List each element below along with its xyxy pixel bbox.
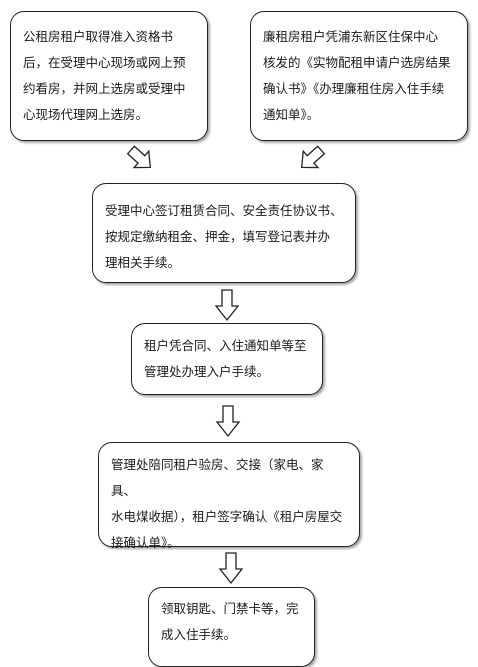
box-public-rental-tenant: 公租房租户取得准入资格书 后，在受理中心现场或网上预 约看房，并网上选房或受理中…	[10, 11, 208, 141]
arrow-down-right	[126, 145, 152, 169]
arrow-down-left	[300, 145, 326, 169]
arrow-down-2	[215, 405, 241, 438]
text-line: 成入住手续。	[161, 627, 237, 642]
text-line: 水电煤收据），租户签字确认《租户房屋交	[111, 509, 343, 524]
text-line: 核发的《实物配租申请户选房结果	[263, 55, 451, 70]
text-line: 后，在受理中心现场或网上预	[23, 55, 186, 70]
text-line: 接确认单》。	[111, 535, 180, 550]
text-line: 约看房，并网上选房或受理中	[23, 81, 186, 96]
box-keys: 领取钥匙、门禁卡等，完 成入住手续。	[148, 587, 315, 667]
text-line: 领取钥匙、门禁卡等，完	[161, 601, 299, 616]
box-low-rent-tenant: 廉租房租户凭浦东新区住保中心 核发的《实物配租申请户选房结果 确认书》《办理廉租…	[250, 11, 468, 141]
text-line: 管理处办理入户手续。	[144, 364, 270, 379]
box-sign-contract: 受理中心签订租赁合同、安全责任协议书、 按规定缴纳租金、押金，填写登记表并办 理…	[92, 183, 356, 283]
arrow-down-3	[218, 552, 244, 585]
text-line: 按规定缴纳租金、押金，填写登记表并办	[105, 229, 331, 244]
flow-arrows	[126, 145, 326, 585]
text-line: 管理处陪同租户验房、交接（家电、家具、	[111, 457, 324, 498]
text-line: 公租房租户取得准入资格书	[23, 29, 174, 44]
box-inspection: 管理处陪同租户验房、交接（家电、家具、 水电煤收据），租户签字确认《租户房屋交 …	[98, 442, 360, 550]
text-line: 确认书》《办理廉租住房入住手续	[263, 81, 445, 96]
text-line: 心现场代理网上选房。	[23, 107, 149, 122]
text-line: 理相关手续。	[105, 255, 181, 270]
arrow-down-1	[214, 289, 240, 322]
text-line: 通知单》。	[263, 107, 320, 122]
text-line: 廉租房租户凭浦东新区住保中心	[263, 29, 439, 44]
box-check-in: 租户凭合同、入住通知单等至 管理处办理入户手续。	[131, 323, 323, 395]
text-line: 租户凭合同、入住通知单等至	[144, 338, 307, 353]
text-line: 受理中心签订租赁合同、安全责任协议书、	[105, 203, 343, 218]
